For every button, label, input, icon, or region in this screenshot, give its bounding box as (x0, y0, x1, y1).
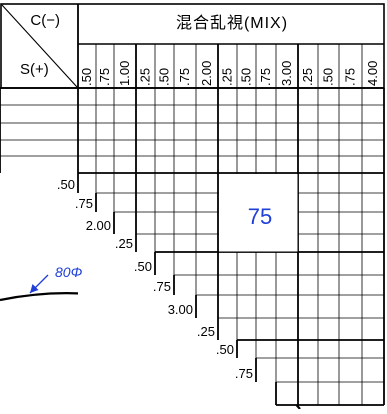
cyl-column-label: 2.00 (199, 61, 214, 86)
cyl-column-label: .25 (220, 68, 235, 86)
sph-step-label: .50 (134, 259, 152, 274)
corner-diagonal (1, 4, 78, 88)
sph-step-label: .75 (235, 366, 253, 381)
cyl-column-label: 4.00 (365, 61, 380, 86)
cyl-column-label: .50 (79, 68, 94, 86)
table-title: 混合乱視(MIX) (176, 14, 288, 32)
cyl-column-label: .50 (239, 68, 254, 86)
sph-step-label: .50 (216, 342, 234, 357)
cyl-column-label: .75 (258, 68, 273, 86)
lens-diameter-callout: 80Φ (29, 264, 83, 294)
sph-step-label: .50 (57, 177, 75, 192)
cyl-column-label: .50 (321, 68, 336, 86)
sph-step-label: .75 (75, 196, 93, 211)
cyl-column-label: .25 (300, 68, 315, 86)
sph-step-label: .25 (115, 236, 133, 251)
cyl-column-label: .75 (97, 68, 112, 86)
sph-step-label: .75 (153, 279, 171, 294)
cyl-column-label: .50 (157, 68, 172, 86)
sph-step-label: 3.00 (168, 302, 193, 317)
sph-axis-label: S(+) (20, 61, 49, 78)
cyl-column-label: .75 (177, 68, 192, 86)
sph-step-label: .25 (197, 324, 215, 339)
sph-step-label: 2.00 (86, 218, 111, 233)
center-cell (219, 174, 298, 252)
cyl-column-label: 3.00 (279, 61, 294, 86)
lens-diameter-label: 80Φ (55, 264, 83, 280)
cyl-column-label: .25 (138, 68, 153, 86)
center-value: 75 (248, 204, 272, 229)
cyl-column-label: .75 (343, 68, 358, 86)
cyl-column-label: 1.00 (117, 61, 132, 86)
cyl-axis-label: C(−) (30, 12, 60, 29)
